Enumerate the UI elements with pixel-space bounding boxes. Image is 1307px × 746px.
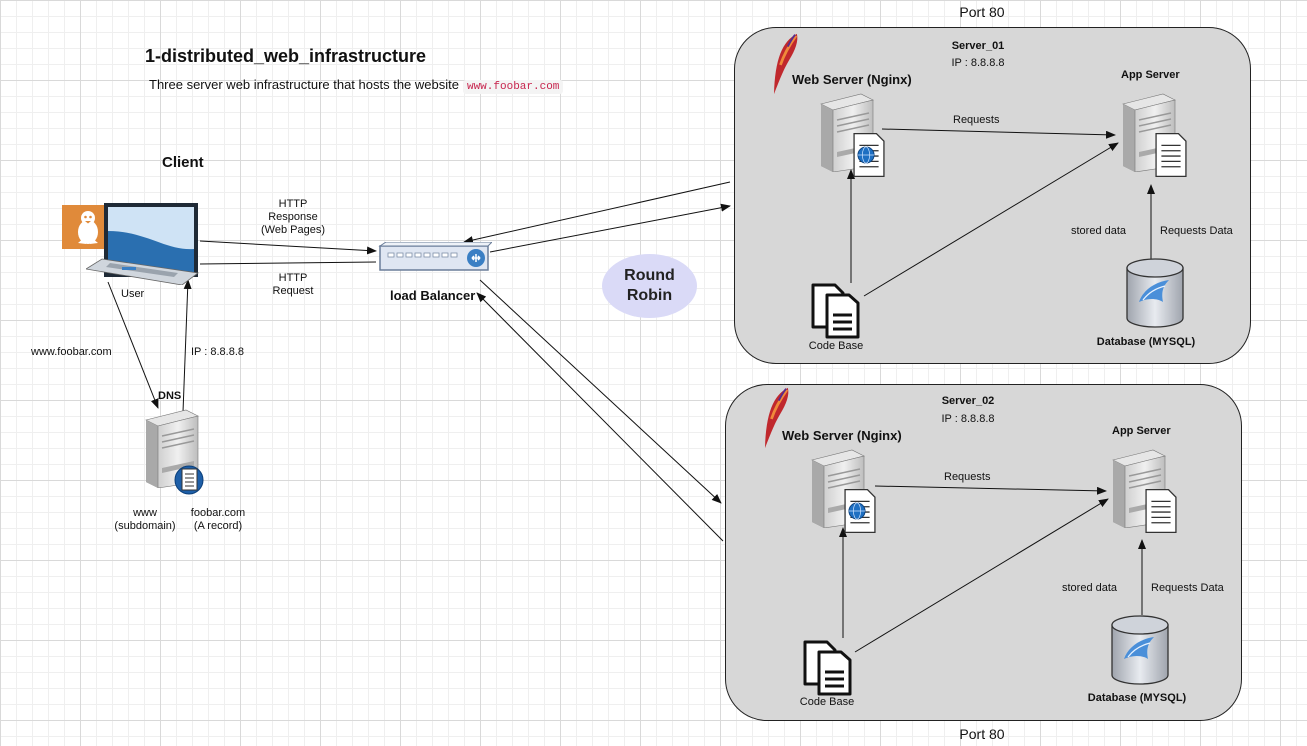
dns-server-icon <box>145 409 204 495</box>
server2-requests-data-label: Requests Data <box>1151 582 1224 594</box>
server2-app-server-icon <box>1112 449 1177 534</box>
load-balancer-icon <box>378 242 492 271</box>
server2-stored-data-label: stored data <box>1062 582 1118 594</box>
server2-database-label: Database (MYSQL) <box>1087 692 1187 704</box>
s2-codebase-app-arrow <box>854 498 1109 653</box>
server2-ip: IP : 8.8.8.8 <box>941 413 995 425</box>
port-label-top: Port 80 <box>959 4 1005 20</box>
lb-to-server1-arrow <box>489 203 731 253</box>
www-subdomain-label: www (subdomain) <box>114 507 176 532</box>
server1-ip: IP : 8.8.8.8 <box>951 57 1005 69</box>
server1-app-server-icon <box>1122 93 1187 178</box>
port-label-bottom: Port 80 <box>959 726 1005 742</box>
http-response-label: HTTP Response (Web Pages) <box>261 198 325 236</box>
round-robin-label: Round Robin <box>602 254 697 318</box>
server1-stored-data-label: stored data <box>1071 225 1127 237</box>
server1-web-server-label: Web Server (Nginx) <box>792 72 912 87</box>
subtitle-code: www.foobar.com <box>462 80 564 94</box>
server2-requests-label: Requests <box>944 471 991 483</box>
server2-web-server-icon <box>811 449 876 534</box>
dns-label: DNS <box>158 390 182 402</box>
server2-app-server-label: App Server <box>1112 425 1171 437</box>
http-request-label: HTTP Request <box>272 272 314 297</box>
diagram-title: 1-distributed_web_infrastructure <box>145 46 427 66</box>
server2-to-lb-arrow <box>476 292 724 542</box>
s1-requests-arrow <box>881 128 1116 139</box>
server1-requests-label: Requests <box>953 114 1000 126</box>
user-label: User <box>121 288 145 300</box>
server2-web-server-label: Web Server (Nginx) <box>782 428 902 443</box>
server2-code-base-label: Code Base <box>799 696 855 708</box>
ip-response-label: IP : 8.8.8.8 <box>191 346 245 358</box>
server1-requests-data-label: Requests Data <box>1160 225 1233 237</box>
a-record-label: foobar.com (A record) <box>190 507 246 532</box>
server1-database-icon <box>1125 258 1185 328</box>
server1-to-lb-arrow <box>463 181 731 244</box>
server1-code-base-label: Code Base <box>808 340 864 352</box>
subtitle-text: Three server web infrastructure that hos… <box>149 77 459 92</box>
server1-app-server-label: App Server <box>1121 69 1180 81</box>
domain-request-label: www.foobar.com <box>31 346 112 358</box>
s1-codebase-app-arrow <box>863 142 1119 297</box>
server1-code-base-icon <box>811 283 861 339</box>
s2-requests-arrow <box>874 485 1107 495</box>
http-request-line <box>199 261 377 265</box>
laptop-icon <box>86 203 200 285</box>
diagram-subtitle: Three server web infrastructure that hos… <box>149 77 564 94</box>
server2-name: Server_02 <box>941 395 995 407</box>
http-response-arrow <box>199 240 377 255</box>
lb-to-server2-arrow <box>479 279 722 504</box>
server1-name: Server_01 <box>951 40 1005 52</box>
server2-database-icon <box>1110 615 1170 685</box>
server1-database-label: Database (MYSQL) <box>1096 336 1196 348</box>
dns-query-arrow <box>107 281 159 409</box>
dns-answer-arrow <box>182 279 192 413</box>
server2-code-base-icon <box>803 640 853 696</box>
server1-web-server-icon <box>820 93 885 178</box>
load-balancer-label: load Balancer <box>390 288 476 303</box>
client-heading: Client <box>162 154 204 171</box>
